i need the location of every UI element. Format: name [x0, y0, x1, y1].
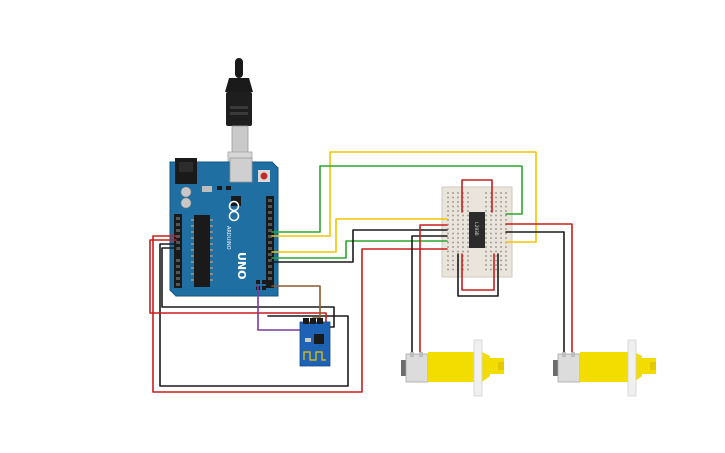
usb-port: [229, 157, 253, 183]
wire-black-motor-left[interactable]: [411, 235, 448, 357]
capacitor: [180, 186, 192, 198]
wire-green-top[interactable]: [271, 165, 523, 233]
capacitor: [180, 197, 192, 209]
mini-breadboard[interactable]: L293D: [441, 186, 513, 278]
wire-yellow-mid[interactable]: [271, 218, 448, 253]
wire-red-bridge-bottom[interactable]: [461, 253, 495, 291]
wires: [149, 151, 573, 393]
wire-yellow-top[interactable]: [271, 151, 537, 243]
svg-text:L293D: L293D: [473, 222, 479, 236]
wire-black-esp[interactable]: [161, 247, 335, 328]
wire-black-bridge-bottom[interactable]: [457, 253, 499, 297]
wire-red-motor-right[interactable]: [505, 223, 573, 357]
h-bridge-chip: [469, 212, 485, 248]
wire-purple-esp[interactable]: [255, 285, 303, 331]
arduino-logo-icon: [228, 200, 240, 222]
pcb-antenna-icon: [303, 351, 326, 361]
esp8266-wifi-module[interactable]: [299, 318, 331, 367]
power-analog-header: [174, 214, 182, 288]
esp-pin-header: [303, 318, 323, 324]
atmega-chip: [194, 215, 210, 287]
wire-red-bridge-top[interactable]: [461, 179, 493, 213]
wifi-module-chip-icon: [314, 334, 324, 344]
wire-black-motor-right[interactable]: [505, 231, 565, 357]
digital-header: [266, 196, 274, 288]
wire-red-motor-left[interactable]: [419, 224, 448, 357]
wire-red-esp[interactable]: [149, 239, 327, 325]
wire-brown-esp[interactable]: [271, 285, 321, 319]
breadboard-holes: [447, 192, 507, 271]
arduino-brand-label: ARDUINO: [225, 226, 231, 250]
wire-green-mid[interactable]: [271, 240, 448, 259]
arduino-model-label: UNO: [235, 252, 248, 280]
gear-motor-right[interactable]: [553, 339, 656, 397]
gear-motor-left[interactable]: [401, 339, 504, 397]
wire-red-5v[interactable]: [152, 235, 448, 393]
wire-black-arduino[interactable]: [271, 229, 448, 263]
arduino-uno-board[interactable]: ARDUINO UNO: [169, 157, 279, 297]
